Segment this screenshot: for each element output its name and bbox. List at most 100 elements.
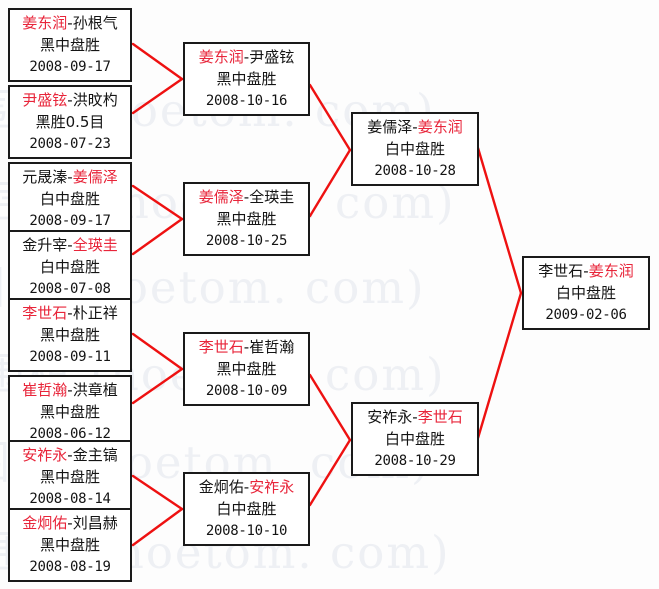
match-date: 2009-02-06 [545, 306, 627, 323]
match-box-r1m7[interactable]: 安祚永-金主镐 黑中盘胜 2008-08-14 [8, 440, 132, 514]
player-loser: 金升宰 [22, 236, 68, 254]
match-result: 白中盘胜 [39, 189, 100, 208]
player-winner: 安祚永 [22, 446, 68, 464]
connector-sf2-final [476, 291, 523, 440]
connector-r2m3-sf2 [308, 373, 352, 442]
player-separator: - [243, 338, 250, 356]
player-loser: 洪章植 [72, 381, 118, 399]
match-box-r1m4[interactable]: 金升宰-全瑛圭 白中盘胜 2008-07-08 [8, 230, 132, 304]
player-winner: 姜东润 [22, 14, 68, 32]
player-loser: 全瑛圭 [249, 188, 295, 206]
match-date: 2008-10-25 [205, 232, 288, 249]
player-separator: - [67, 381, 73, 399]
player-loser: 金炯佑 [198, 478, 244, 496]
match-date: 2008-06-12 [29, 425, 111, 442]
player-separator: - [67, 14, 73, 32]
player-winner: 金炯佑 [22, 514, 68, 532]
match-result: 白中盘胜 [555, 283, 616, 302]
connector-r1m1-r2m1 [131, 42, 184, 81]
match-date: 2008-08-19 [29, 558, 111, 575]
player-loser: 元晟溱 [22, 168, 68, 186]
match-result: 黑中盘胜 [216, 359, 277, 378]
match-players: 安祚永-金主镐 [10, 445, 130, 467]
match-box-r1m8[interactable]: 金炯佑-刘昌赫 黑中盘胜 2008-08-19 [8, 508, 132, 582]
match-players: 安祚永-李世石 [353, 407, 477, 429]
match-box-r1m2[interactable]: 尹盛铉-洪旼杓 黑胜0.5目 2008-07-23 [8, 85, 132, 159]
match-date: 2008-09-11 [29, 348, 111, 365]
match-players: 金炯佑-安祚永 [185, 477, 308, 499]
player-separator: - [412, 408, 418, 426]
player-separator: - [67, 91, 73, 109]
connector-r2m2-sf1 [308, 148, 352, 218]
player-winner: 崔哲瀚 [22, 381, 68, 399]
match-date: 2008-10-10 [205, 522, 288, 539]
player-winner: 全瑛圭 [72, 236, 118, 254]
match-players: 姜东润-孙根气 [10, 13, 130, 35]
match-players: 尹盛铉-洪旼杓 [10, 90, 130, 112]
player-loser: 安祚永 [367, 408, 413, 426]
player-winner: 姜东润 [417, 118, 463, 136]
connector-r1m7-r2m4 [131, 474, 184, 511]
match-box-r2m3[interactable]: 李世石-崔哲瀚 黑中盘胜 2008-10-09 [183, 332, 310, 406]
connector-r1m3-r2m2 [131, 184, 184, 221]
match-result: 黑中盘胜 [39, 467, 100, 486]
player-loser: 崔哲瀚 [249, 338, 295, 356]
player-separator: - [243, 478, 250, 496]
player-winner: 李世石 [198, 338, 244, 356]
player-winner: 姜儒泽 [198, 188, 244, 206]
player-winner: 李世石 [417, 408, 463, 426]
match-date: 2008-07-23 [29, 135, 111, 152]
match-box-final[interactable]: 李世石-姜东润 白中盘胜 2009-02-06 [522, 256, 650, 330]
match-players: 李世石-崔哲瀚 [185, 337, 308, 359]
player-separator: - [67, 236, 73, 254]
match-date: 2008-09-17 [29, 58, 111, 75]
player-separator: - [243, 188, 250, 206]
connector-sf1-final [476, 146, 523, 295]
match-result: 黑胜0.5目 [35, 112, 105, 131]
match-players: 姜儒泽-全瑛圭 [185, 187, 308, 209]
match-box-r1m1[interactable]: 姜东润-孙根气 黑中盘胜 2008-09-17 [8, 8, 132, 82]
match-result: 黑中盘胜 [216, 69, 277, 88]
match-result: 黑中盘胜 [216, 209, 277, 228]
match-date: 2008-10-16 [205, 92, 288, 109]
player-separator: - [412, 118, 418, 136]
match-result: 黑中盘胜 [39, 535, 100, 554]
connector-r1m5-r2m3 [131, 332, 184, 371]
match-date: 2008-10-09 [205, 382, 288, 399]
match-players: 金炯佑-刘昌赫 [10, 513, 130, 535]
match-players: 李世石-朴正祥 [10, 303, 130, 325]
player-loser: 尹盛铉 [249, 48, 295, 66]
match-date: 2008-10-29 [374, 452, 456, 469]
match-box-r1m3[interactable]: 元晟溱-姜儒泽 白中盘胜 2008-09-17 [8, 162, 132, 236]
match-players: 姜儒泽-姜东润 [353, 117, 477, 139]
connector-r1m6-r2m3 [131, 367, 184, 405]
player-separator: - [67, 168, 73, 186]
match-box-sf2[interactable]: 安祚永-李世石 白中盘胜 2008-10-29 [351, 402, 479, 476]
connector-r2m1-sf1 [308, 83, 352, 152]
match-players: 元晟溱-姜儒泽 [10, 167, 130, 189]
match-result: 黑中盘胜 [39, 325, 100, 344]
player-winner: 姜东润 [198, 48, 244, 66]
player-separator: - [583, 262, 589, 280]
match-box-r1m5[interactable]: 李世石-朴正祥 黑中盘胜 2008-09-11 [8, 298, 132, 372]
match-players: 崔哲瀚-洪章植 [10, 380, 130, 402]
match-box-sf1[interactable]: 姜儒泽-姜东润 白中盘胜 2008-10-28 [351, 112, 479, 186]
player-loser: 金主镐 [72, 446, 118, 464]
player-loser: 洪旼杓 [72, 91, 118, 109]
match-date: 2008-07-08 [29, 280, 111, 297]
player-loser: 李世石 [538, 262, 584, 280]
player-winner: 姜儒泽 [72, 168, 118, 186]
match-result: 黑中盘胜 [39, 402, 100, 421]
match-box-r2m1[interactable]: 姜东润-尹盛铉 黑中盘胜 2008-10-16 [183, 42, 310, 116]
match-result: 白中盘胜 [39, 257, 100, 276]
match-players: 李世石-姜东润 [524, 261, 648, 283]
match-result: 黑中盘胜 [39, 35, 100, 54]
match-box-r2m4[interactable]: 金炯佑-安祚永 白中盘胜 2008-10-10 [183, 472, 310, 546]
match-players: 姜东润-尹盛铉 [185, 47, 308, 69]
connector-r1m2-r2m1 [131, 77, 184, 115]
connector-r1m4-r2m2 [131, 217, 184, 256]
match-box-r1m6[interactable]: 崔哲瀚-洪章植 黑中盘胜 2008-06-12 [8, 375, 132, 449]
match-box-r2m2[interactable]: 姜儒泽-全瑛圭 黑中盘胜 2008-10-25 [183, 182, 310, 256]
player-loser: 姜儒泽 [367, 118, 413, 136]
